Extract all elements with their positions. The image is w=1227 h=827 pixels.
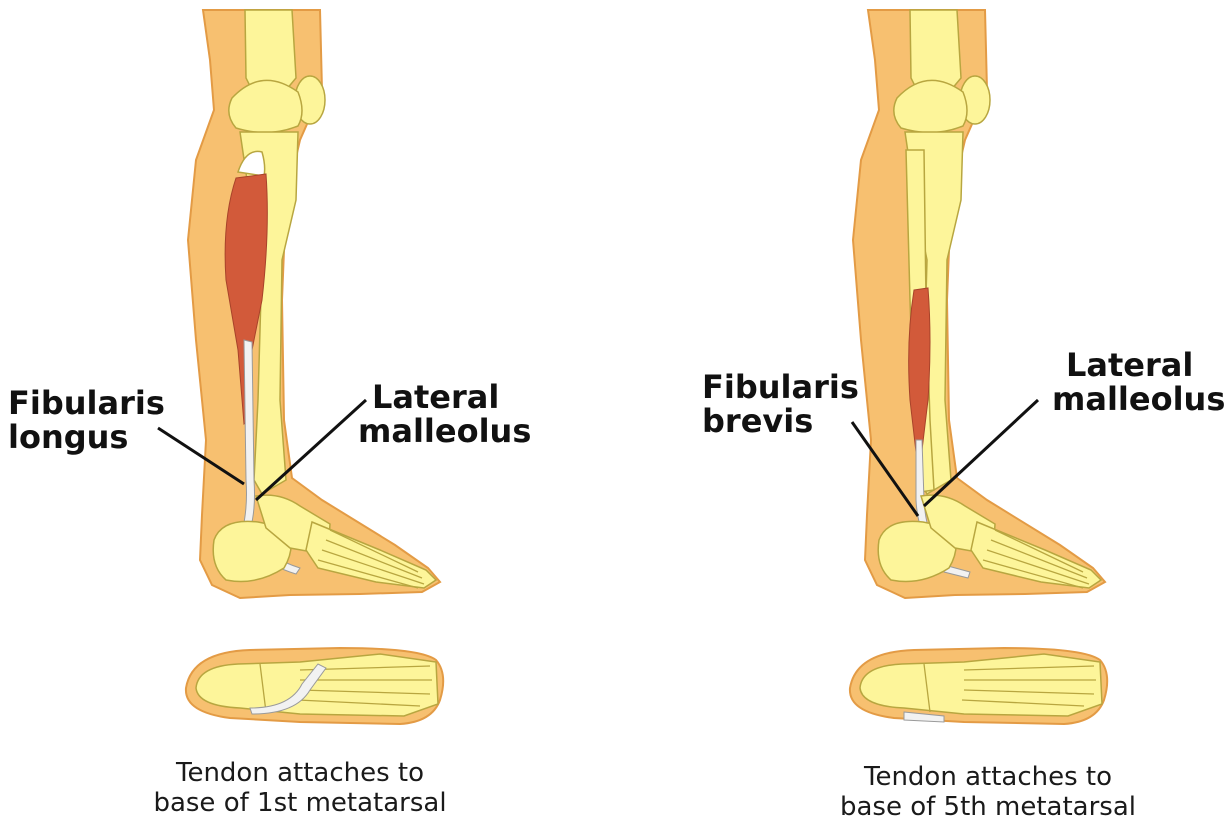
- left-caption: Tendon attaches to base of 1st metatarsa…: [140, 758, 460, 818]
- right-caption: Tendon attaches to base of 5th metatarsa…: [818, 762, 1158, 822]
- fibularis-longus-label: Fibularis longus: [8, 386, 165, 454]
- fibularis-brevis-label-line-2: brevis: [702, 404, 859, 438]
- fibularis-longus-label-line-2: longus: [8, 420, 165, 454]
- right-caption-line-1: Tendon attaches to: [818, 762, 1158, 792]
- fibularis-brevis-label: Fibularis brevis: [702, 370, 859, 438]
- right-leg-illustration: [853, 10, 1105, 598]
- left-caption-line-2: base of 1st metatarsal: [140, 788, 460, 818]
- right-femur: [910, 10, 961, 90]
- left-caption-line-1: Tendon attaches to: [140, 758, 460, 788]
- right-lateral-malleolus-label: Lateral malleolus: [1052, 348, 1225, 416]
- right-foot-plantar-view: [850, 648, 1107, 724]
- fibularis-brevis-label-line-1: Fibularis: [702, 370, 859, 404]
- right-lateral-malleolus-label-line-1: Lateral: [1052, 348, 1225, 382]
- left-lateral-malleolus-label-line-2: malleolus: [358, 414, 531, 448]
- left-foot-plantar-view: [186, 648, 443, 724]
- left-femur: [245, 10, 296, 90]
- left-leg-illustration: [188, 10, 440, 598]
- right-caption-line-2: base of 5th metatarsal: [818, 792, 1158, 822]
- right-lateral-malleolus-label-line-2: malleolus: [1052, 382, 1225, 416]
- fibularis-longus-label-line-1: Fibularis: [8, 386, 165, 420]
- left-lateral-malleolus-label: Lateral malleolus: [358, 380, 531, 448]
- left-lateral-malleolus-label-line-1: Lateral: [358, 380, 531, 414]
